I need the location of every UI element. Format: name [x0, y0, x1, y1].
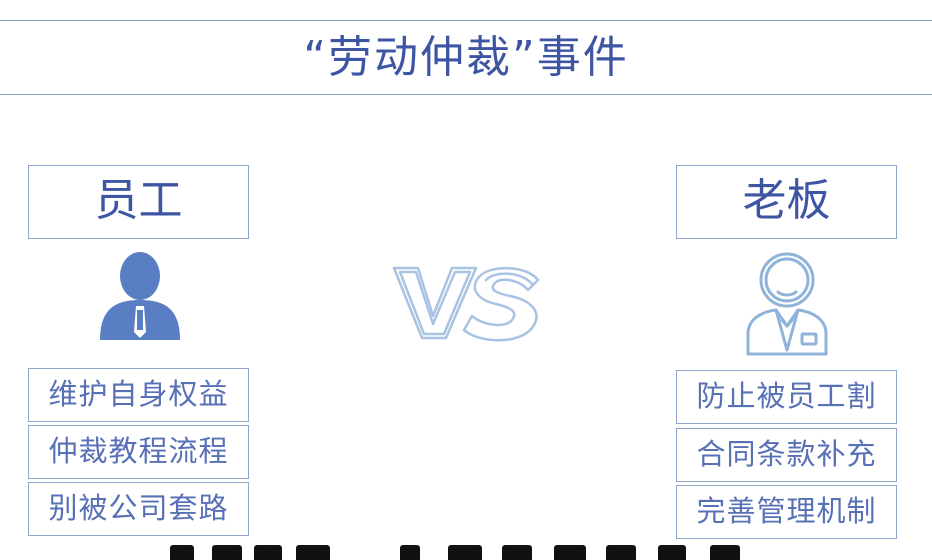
employee-heading: 员工	[28, 165, 249, 239]
title-top-rule	[0, 20, 932, 21]
boss-item-2: 合同条款补充	[676, 428, 897, 482]
boss-heading: 老板	[676, 165, 897, 239]
person-with-tie-icon	[100, 252, 180, 340]
employee-item-3: 别被公司套路	[28, 482, 249, 536]
page-title: “劳动仲裁”事件	[303, 32, 629, 83]
boss-item-1: 防止被员工割	[676, 370, 897, 424]
person-with-headset-icon	[746, 252, 828, 356]
employee-item-1: 维护自身权益	[28, 368, 249, 422]
vs-outline-icon	[392, 266, 540, 342]
title-bottom-rule	[0, 94, 932, 95]
employee-item-2: 仲裁教程流程	[28, 425, 249, 479]
boss-item-3: 完善管理机制	[676, 485, 897, 539]
cropped-caption	[150, 545, 790, 560]
